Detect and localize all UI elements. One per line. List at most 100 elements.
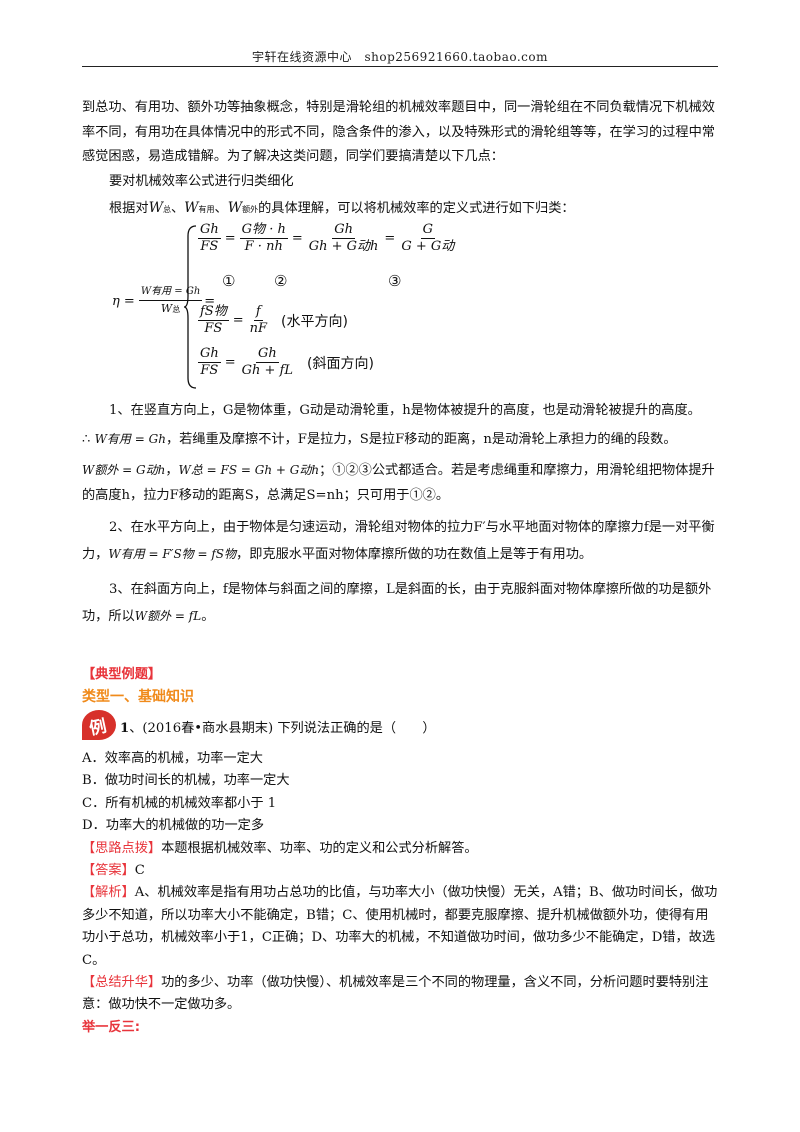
hint-label: 【思路点拨】 <box>82 840 162 856</box>
r1-c-den: Gh + G动h <box>308 239 379 254</box>
explain-item-3: 3、在斜面方向上，f是物体与斜面之间的摩擦，L是斜面的长，由于克服斜面对物体摩擦… <box>82 576 720 630</box>
text-pre: 根据对 <box>109 201 149 216</box>
incline-extra-formula: W额外 = fL <box>134 609 202 623</box>
r1-d-den: G + G动 <box>401 239 455 254</box>
r2-a-num: fS物 <box>198 304 229 321</box>
example-body: A．效率高的机械，功率一定大 B．做功时间长的机械，功率一定大 C．所有机械的机… <box>82 748 720 1039</box>
eq: = <box>224 355 236 370</box>
marker-1: ① <box>222 272 236 290</box>
therefore-symbol: ∴ <box>82 432 91 447</box>
r3-a-den: FS <box>200 363 219 378</box>
explain-item-1b: ∴ W有用 = Gh，若绳重及摩擦不计，F是拉力，S是拉F移动的距离，n是动滑轮… <box>82 427 720 452</box>
explain-item-2-tail: ，即克服水平面对物体摩擦所做的功在数值上是等于有用功。 <box>236 547 593 562</box>
w-total-sub: 总 <box>162 205 171 214</box>
w-extra-letter: W <box>227 200 243 216</box>
summary-text: 功的多少、功率（做功快慢）、机械效率是三个不同的物理量，含义不同，分析问题时要特… <box>82 975 709 1013</box>
explain-item-1c: W额外 = G动h，W总 = FS = Gh + G动h；①②③公式都适合。若是… <box>82 463 715 503</box>
example-badge: 例 <box>82 710 116 740</box>
eq: = <box>384 231 396 246</box>
explain-item-3-tail: 。 <box>201 609 215 624</box>
eta-den-sub: 总 <box>172 305 181 314</box>
practice-label: 举一反三: <box>82 1019 141 1035</box>
r1-a-den: FS <box>200 239 219 254</box>
analysis-label: 【解析】 <box>82 885 135 901</box>
intro-section: 到总功、有用功、额外功等抽象概念，特别是滑轮组的机械效率题目中，同一滑轮组在不同… <box>82 96 720 224</box>
left-brace <box>184 225 197 389</box>
intro-paragraph: 到总功、有用功、额外功等抽象概念，特别是滑轮组的机械效率题目中，同一滑轮组在不同… <box>82 100 715 164</box>
r3-b-num: Gh <box>255 346 279 363</box>
w-useful-symbol: W有用 <box>184 200 214 216</box>
w-extra-sub: 额外 <box>242 205 259 214</box>
intro-subheading: 要对机械效率公式进行归类细化 <box>109 173 294 189</box>
type-title: 类型一、基础知识 <box>82 689 194 705</box>
r3-b-den: Gh + fL <box>241 363 294 378</box>
hint-text: 本题根据机械效率、功率、功的定义和公式分析解答。 <box>161 840 478 856</box>
eta-fraction: W有用 = Gh W总 <box>138 284 203 318</box>
question-line: 1、(2016春•商水县期末) 下列说法正确的是（ ） <box>120 718 720 740</box>
answer-paragraph: 【答案】C <box>82 860 720 882</box>
hint-paragraph: 【思路点拨】本题根据机械效率、功率、功的定义和公式分析解答。 <box>82 838 720 860</box>
question-number: 1 <box>120 721 130 736</box>
r2-b-num: f <box>253 304 263 321</box>
summary-paragraph: 【总结升华】功的多少、功率（做功快慢）、机械效率是三个不同的物理量，含义不同，分… <box>82 972 720 1017</box>
example-badge-label: 例 <box>87 716 109 740</box>
question-text: 、(2016春•商水县期末) 下列说法正确的是（ ） <box>129 721 436 736</box>
r2-b-den: nF <box>249 321 268 336</box>
answer-label: 【答案】 <box>82 863 135 879</box>
total-work-formula: W总 = FS = Gh + G动h <box>178 463 320 477</box>
eq: = <box>224 231 236 246</box>
explain-item-1: 1、在竖直方向上，G是物体重，G动是动滑轮重，h是物体被提升的高度，也是动滑轮被… <box>109 403 701 418</box>
marker-2: ② <box>274 272 288 290</box>
eta-definition: η = W有用 = Gh W总 = <box>112 284 215 318</box>
r3-a-num: Gh <box>198 346 221 363</box>
sep2: 、 <box>214 201 228 216</box>
r2-a-den: FS <box>204 321 223 336</box>
eta-numerator: W有用 = Gh <box>138 284 203 301</box>
w-total-letter: W <box>148 200 163 216</box>
eta-denominator: W总 <box>160 302 181 315</box>
explain-item-2-text: 2、在水平方向上，由于物体是匀速运动，滑轮组对物体的拉力F′与水平地面对物体的摩… <box>82 520 715 562</box>
eq: = <box>291 231 303 246</box>
explain-item-3-text: 3、在斜面方向上，f是物体与斜面之间的摩擦，L是斜面的长，由于克服斜面对物体摩擦… <box>82 582 712 624</box>
w-total-symbol: W总 <box>149 200 171 216</box>
text-post: 的具体理解，可以将机械效率的定义式进行如下归类： <box>258 201 575 216</box>
option-a: A．效率高的机械，功率一定大 <box>82 751 263 766</box>
explain-item-2: 2、在水平方向上，由于物体是匀速运动，滑轮组对物体的拉力F′与水平地面对物体的摩… <box>82 514 720 568</box>
w-extra-symbol: W额外 <box>228 200 258 216</box>
option-d: D．功率大的机械做的功一定多 <box>82 818 265 834</box>
explain-item-1c-text: ；①②③公式都适合。若是考虑绳重和摩擦力，用滑轮组把物体提升的高度h，拉力F移动… <box>82 463 715 503</box>
explanations: 1、在竖直方向上，G是物体重，G动是动滑轮重，h是物体被提升的高度，也是动滑轮被… <box>82 398 720 630</box>
horizontal-note: (水平方向) <box>281 313 348 330</box>
r1-c-num: Gh <box>332 222 355 239</box>
r1-b-num: G物 · h <box>239 222 288 239</box>
useful-work-formula: W有用 = Gh <box>94 432 166 446</box>
option-c: C．所有机械的机械效率都小于 1 <box>82 795 277 811</box>
explain-item-1b-text: ，若绳重及摩擦不计，F是拉力，S是拉F移动的距离，n是动滑轮上承担力的绳的段数。 <box>165 432 677 447</box>
marker-3: ③ <box>388 272 402 290</box>
option-b: B．做功时间长的机械，功率一定大 <box>82 773 290 789</box>
page-header: 宇轩在线资源中心 shop256921660.taobao.com <box>251 50 548 64</box>
w-useful-sub: 有用 <box>198 205 215 214</box>
incline-note: (斜面方向) <box>307 355 374 372</box>
r1-a-num: Gh <box>198 222 221 239</box>
extra-work-formula: W额外 = G动h <box>82 463 166 477</box>
section-title: 【典型例题】 <box>82 667 162 682</box>
analysis-paragraph: 【解析】A、机械效率是指有用功占总功的比值，与功率大小（做功快慢）无关，A错；B… <box>82 882 720 972</box>
eq: = <box>232 313 244 328</box>
summary-label: 【总结升华】 <box>82 975 162 991</box>
r1-b-den: F · nh <box>244 239 283 254</box>
sep1: 、 <box>170 201 185 216</box>
w-useful-letter: W <box>184 200 199 216</box>
